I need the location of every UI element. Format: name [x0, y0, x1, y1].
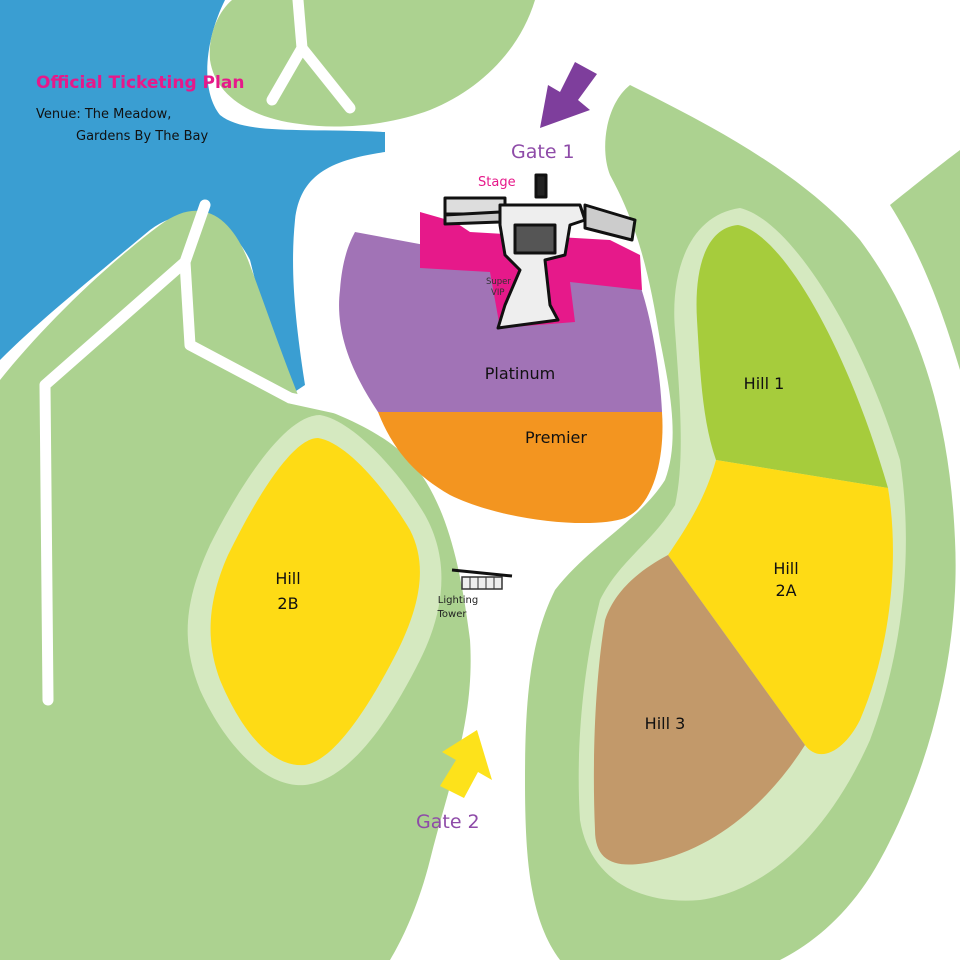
right-edge-green: [890, 150, 960, 370]
stage-center-block: [513, 223, 557, 255]
zone-hill-3[interactable]: [593, 555, 805, 865]
left-land-path: [39, 199, 351, 706]
hill-2a-label-1: Hill: [773, 559, 798, 578]
venue-line-1: Venue: The Meadow,: [36, 107, 171, 122]
stage-label: Stage: [478, 175, 516, 190]
hill-3-label: Hill 3: [645, 714, 686, 733]
gate-2-arrow: [440, 730, 492, 798]
lighting-tower-label-1: Lighting: [438, 595, 478, 606]
hill-2b-label-1: Hill: [275, 569, 300, 588]
venue-line-2: Gardens By The Bay: [76, 129, 208, 144]
gate-1-label[interactable]: Gate 1: [511, 141, 575, 163]
water-area: [0, 0, 385, 395]
top-island-green: [209, 0, 535, 127]
super-vip-label-2: VIP: [491, 288, 504, 298]
stage-right-wing: [583, 203, 637, 242]
super-vip-label-1: Super: [486, 277, 511, 287]
lighting-tower-label-2: Tower: [437, 609, 468, 620]
top-island-path: [266, 0, 356, 114]
hill-2b-label-2: 2B: [277, 594, 298, 613]
zone-premier[interactable]: [378, 412, 663, 524]
stage-tower: [534, 173, 548, 199]
zone-hill-2b[interactable]: [210, 438, 420, 766]
platinum-label: Platinum: [485, 364, 555, 383]
lighting-tower-base: [461, 576, 503, 590]
hill-2a-label-2: 2A: [775, 581, 796, 600]
lighting-tower-bar: [451, 568, 513, 578]
gate-2-label[interactable]: Gate 2: [416, 811, 480, 833]
gate-1-arrow: [540, 62, 597, 128]
zone-hill-2a[interactable]: [668, 460, 893, 755]
premier-label: Premier: [525, 428, 587, 447]
stage-structure: [443, 173, 637, 330]
map-title: Official Ticketing Plan: [36, 73, 244, 93]
hill-1-label: Hill 1: [744, 374, 785, 393]
zone-hill-1[interactable]: [696, 225, 888, 488]
lighting-tower-grid: [469, 577, 495, 589]
lighting-tower-structure: [451, 568, 513, 590]
stage-left-wing: [443, 210, 502, 226]
